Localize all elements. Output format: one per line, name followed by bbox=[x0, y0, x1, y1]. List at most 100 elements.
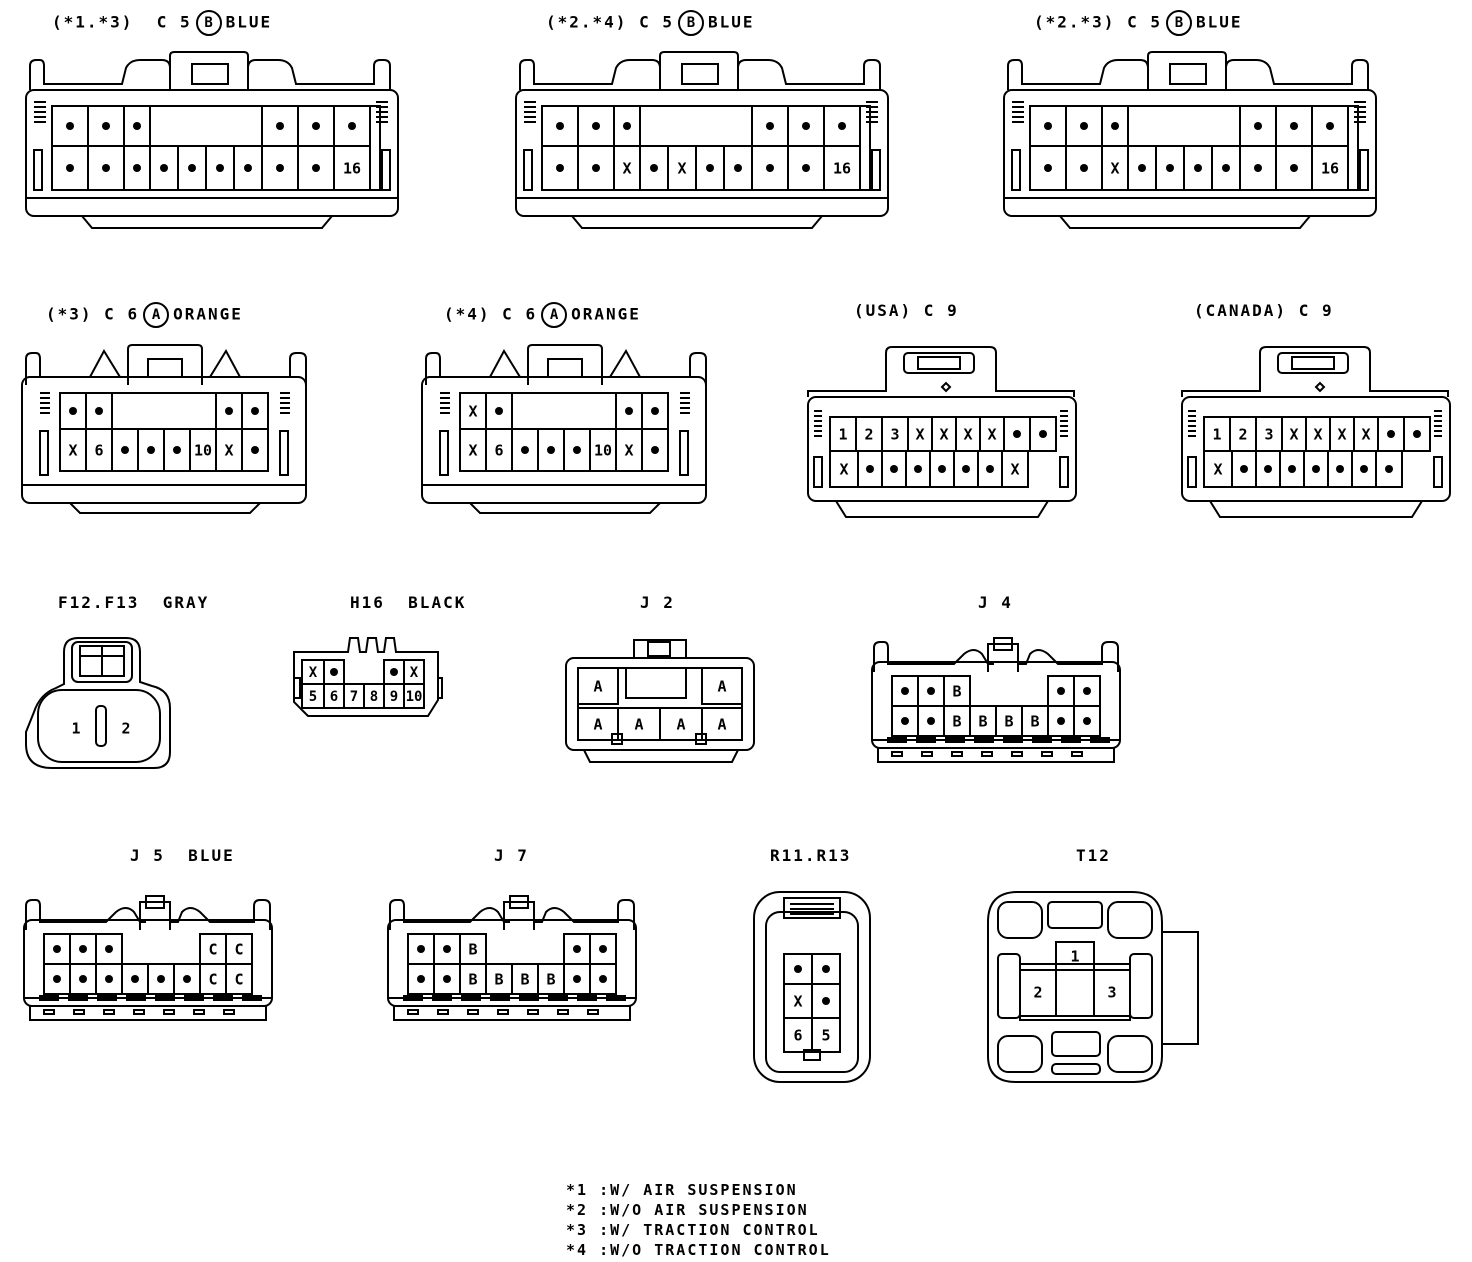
pin-notch bbox=[611, 733, 623, 745]
pin-dot bbox=[1194, 164, 1202, 172]
pin-label: X bbox=[963, 425, 972, 443]
latch-window bbox=[681, 63, 719, 85]
side-pad bbox=[997, 953, 1021, 1019]
pin-label: A bbox=[593, 677, 602, 695]
housing-body bbox=[515, 89, 889, 217]
pin-cell bbox=[641, 428, 669, 472]
pin-dot bbox=[573, 446, 581, 454]
pin-label: A bbox=[676, 715, 685, 733]
pin-label: X bbox=[677, 159, 686, 177]
pin-label: B bbox=[546, 970, 555, 988]
pin-dot bbox=[986, 465, 994, 473]
housing-right-rim bbox=[1018, 641, 1119, 672]
housing-body bbox=[565, 657, 755, 751]
pin-label: 3 bbox=[1264, 425, 1273, 443]
pin-label: X bbox=[1361, 425, 1370, 443]
skirt-tab bbox=[163, 1009, 175, 1015]
bottom-pad bbox=[1051, 1031, 1101, 1057]
pin-frame bbox=[51, 105, 381, 191]
base-mark bbox=[213, 995, 233, 1001]
pin-dot bbox=[251, 446, 259, 454]
pin-dot bbox=[1385, 465, 1393, 473]
housing-right-rim bbox=[201, 348, 307, 385]
pin-dot bbox=[69, 407, 77, 415]
pin-dot bbox=[443, 975, 451, 983]
base-mark bbox=[1061, 737, 1081, 743]
housing-right-rim bbox=[534, 899, 635, 930]
side-slot bbox=[293, 677, 301, 699]
pin-label: X bbox=[1337, 425, 1346, 443]
base-mark bbox=[490, 995, 510, 1001]
pin-dot bbox=[1288, 465, 1296, 473]
latch-window bbox=[547, 358, 583, 378]
legend-item: *3 :W/ TRACTION CONTROL bbox=[566, 1221, 820, 1239]
side-slot bbox=[523, 149, 533, 191]
pin-label: X bbox=[468, 441, 477, 459]
side-slot bbox=[813, 456, 823, 488]
pin-frame bbox=[1029, 105, 1359, 191]
pin-dot bbox=[1222, 164, 1230, 172]
pin-cell bbox=[823, 145, 861, 191]
center-block bbox=[625, 667, 687, 699]
pin-label: X bbox=[915, 425, 924, 443]
pin-face bbox=[37, 689, 161, 763]
housing-outer bbox=[753, 891, 871, 1083]
legend-item: *4 :W/O TRACTION CONTROL bbox=[566, 1241, 831, 1259]
housing-skirt bbox=[1209, 500, 1423, 518]
housing-body bbox=[1181, 396, 1451, 502]
pin-label: C bbox=[234, 970, 243, 988]
pin-label: 10 bbox=[194, 441, 212, 459]
pin-label: A bbox=[634, 715, 643, 733]
footnote-legend: *1 :W/ AIR SUSPENSION *2 :W/O AIR SUSPEN… bbox=[566, 1180, 831, 1260]
skirt-tab bbox=[587, 1009, 599, 1015]
pin-label: X bbox=[1010, 460, 1019, 478]
base-mark bbox=[916, 737, 936, 743]
side-slot bbox=[1187, 456, 1197, 488]
pin-dot bbox=[348, 122, 356, 130]
pin-dot bbox=[147, 446, 155, 454]
pin-dot bbox=[160, 164, 168, 172]
pin-dot bbox=[173, 446, 181, 454]
pin-dot bbox=[1057, 687, 1065, 695]
top-pad bbox=[1047, 901, 1103, 929]
pin-dot bbox=[276, 164, 284, 172]
pin-label: 16 bbox=[343, 159, 361, 177]
pin-dot bbox=[1083, 687, 1091, 695]
j2-label: J 2 bbox=[640, 593, 675, 612]
pin-label: 1 bbox=[1070, 947, 1079, 965]
pin-dot bbox=[1240, 465, 1248, 473]
base-mark bbox=[97, 995, 117, 1001]
side-slot bbox=[39, 430, 49, 476]
side-pad bbox=[1129, 953, 1153, 1019]
side-slot bbox=[1011, 149, 1021, 191]
pin-dot bbox=[1138, 164, 1146, 172]
base-mark bbox=[155, 995, 175, 1001]
housing-skirt bbox=[393, 1005, 631, 1021]
side-slot bbox=[1359, 149, 1369, 191]
pin-dot bbox=[95, 407, 103, 415]
pin-dot bbox=[1166, 164, 1174, 172]
legend-item: *2 :W/O AIR SUSPENSION bbox=[566, 1201, 809, 1219]
pin-dot bbox=[417, 975, 425, 983]
pin-dot bbox=[623, 122, 631, 130]
pin-dot bbox=[766, 164, 774, 172]
pin-label: B bbox=[952, 682, 961, 700]
skirt-tab bbox=[43, 1009, 55, 1015]
housing-skirt bbox=[571, 215, 823, 229]
pin-dot bbox=[599, 975, 607, 983]
pin-cell bbox=[577, 667, 619, 705]
pin-label: B bbox=[468, 970, 477, 988]
latch-window bbox=[993, 637, 1013, 651]
center-latch bbox=[527, 344, 603, 385]
pin-label: 6 bbox=[494, 441, 503, 459]
pin-dot bbox=[312, 122, 320, 130]
skirt-tab bbox=[497, 1009, 509, 1015]
